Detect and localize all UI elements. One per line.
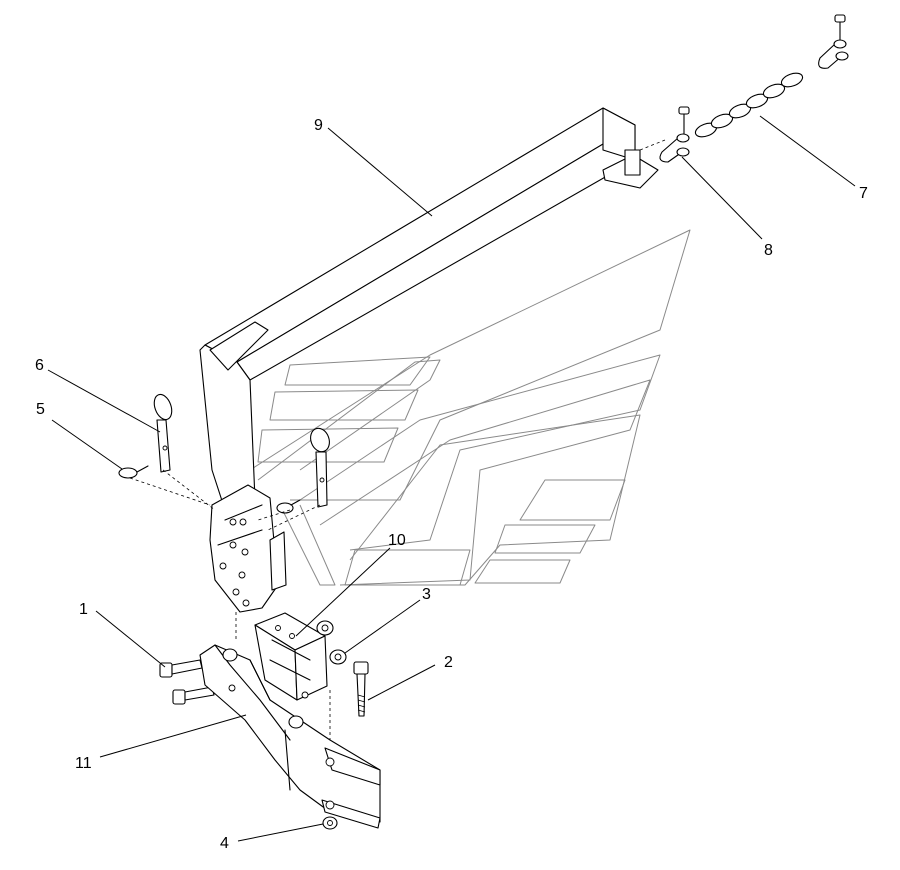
callout-9: 9 bbox=[314, 117, 323, 134]
lock-pin-right bbox=[310, 427, 330, 508]
leader-lines bbox=[47, 115, 856, 842]
shackle-far bbox=[818, 14, 849, 69]
callout-1: 1 bbox=[79, 601, 88, 618]
shackle-near bbox=[659, 106, 690, 163]
nut-bottom bbox=[322, 816, 338, 830]
lock-pin-left bbox=[153, 393, 173, 473]
callout-3: 3 bbox=[422, 586, 431, 603]
linch-clip-left bbox=[118, 465, 149, 479]
chain bbox=[694, 72, 804, 138]
nut-upper bbox=[316, 620, 334, 636]
bolt-lower bbox=[172, 686, 215, 705]
bolt-upper bbox=[159, 659, 203, 678]
callout-labels: 1 2 3 4 5 6 7 8 9 10 11 bbox=[35, 117, 868, 852]
frame-bar bbox=[199, 107, 659, 511]
callout-11: 11 bbox=[75, 755, 92, 772]
linch-clip-right bbox=[276, 499, 301, 514]
callout-7: 7 bbox=[859, 185, 868, 202]
long-bolt bbox=[353, 661, 369, 717]
nut-lower bbox=[329, 649, 347, 665]
support-arm bbox=[199, 644, 381, 829]
machine-outline-background bbox=[249, 229, 691, 586]
callout-6: 6 bbox=[35, 357, 44, 374]
callout-5: 5 bbox=[36, 401, 45, 418]
callout-8: 8 bbox=[764, 242, 773, 259]
callout-4: 4 bbox=[220, 835, 229, 852]
callout-10: 10 bbox=[388, 532, 406, 549]
mounting-block bbox=[254, 612, 328, 701]
hitch-plate bbox=[209, 484, 287, 613]
callout-2: 2 bbox=[444, 654, 453, 671]
